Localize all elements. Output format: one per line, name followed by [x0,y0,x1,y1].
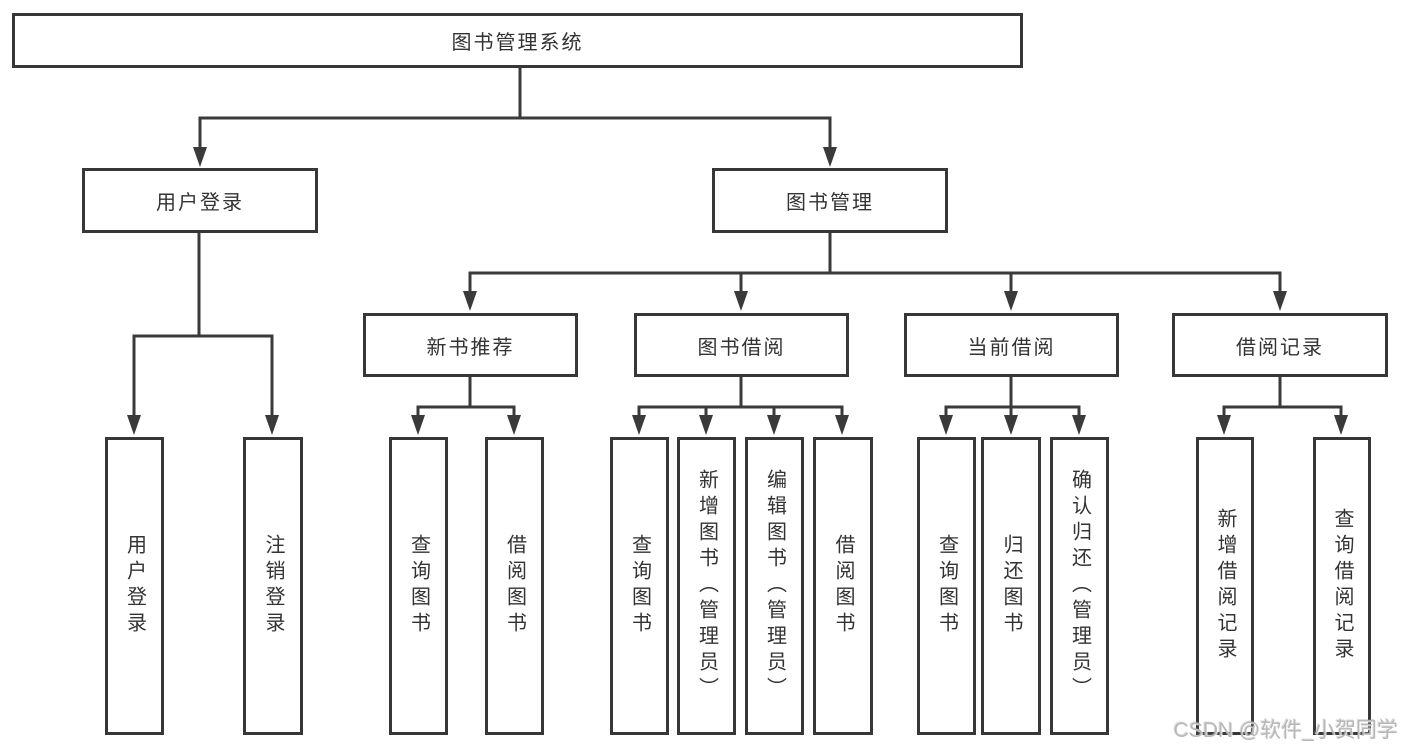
node-cb-query-books-label: 查询图书 [935,534,958,638]
arrowhead [1273,291,1287,311]
node-bb-borrow-books: 借阅图书 [813,437,873,735]
node-bb-add-books-admin-label: 新增图书（管理员） [695,469,718,703]
node-br-query-record-label: 查询借阅记录 [1331,508,1353,664]
arrowhead [265,415,279,435]
connector-book-borrowing-children [632,374,849,435]
node-user-login-leaf: 用户登录 [105,437,164,735]
node-current-borrowing: 当前借阅 [904,313,1119,377]
arrowhead [699,415,713,435]
node-logout-label: 注销登录 [262,534,284,638]
node-root-label: 图书管理系统 [451,32,584,54]
node-cb-confirm-return-admin: 确认归还（管理员） [1050,437,1109,735]
arrowhead [463,291,477,311]
arrowhead [1217,415,1231,435]
arrowhead [193,147,207,167]
node-nbr-query-books-label: 查询图书 [407,534,430,638]
node-bb-query-books: 查询图书 [610,437,669,735]
node-book-borrowing: 图书借阅 [634,313,849,377]
arrowhead [835,415,849,435]
arrowhead [1004,291,1018,311]
node-bb-borrow-books-label: 借阅图书 [832,534,854,638]
node-user-login-leaf-label: 用户登录 [123,534,146,638]
node-nbr-borrow-books-label: 借阅图书 [503,534,526,638]
node-book-borrowing-label: 图书借阅 [697,336,786,359]
arrowhead [1334,415,1348,435]
arrowhead [823,147,837,167]
node-cb-query-books: 查询图书 [917,437,976,735]
node-bb-add-books-admin: 新增图书（管理员） [677,437,736,735]
arrowhead [507,415,521,435]
node-nbr-query-books: 查询图书 [389,437,448,735]
node-current-borrowing-label: 当前借阅 [967,336,1056,359]
node-cb-return-books-label: 归还图书 [1000,534,1022,638]
node-new-book-recommend: 新书推荐 [363,313,578,377]
node-borrowing-records-label: 借阅记录 [1236,336,1324,359]
node-cb-confirm-return-admin-label: 确认归还（管理员） [1068,469,1091,703]
node-br-add-record-label: 新增借阅记录 [1214,508,1236,664]
node-cb-return-books: 归还图书 [981,437,1041,735]
node-book-management-label: 图书管理 [786,192,874,214]
node-bb-edit-books-admin-label: 编辑图书（管理员） [763,469,786,703]
node-book-management: 图书管理 [712,168,948,233]
arrowhead [127,415,141,435]
connector-book-management-children [463,230,1287,311]
node-br-query-record: 查询借阅记录 [1313,437,1371,735]
csdn-watermark: CSDN @软件_小贺同学 [1173,719,1398,742]
connector-root-to-level2 [193,64,837,167]
node-logout: 注销登录 [243,437,303,735]
node-user-login-label: 用户登录 [156,192,244,214]
arrowhead [939,415,953,435]
arrowhead [632,415,646,435]
node-new-book-recommend-label: 新书推荐 [426,336,515,359]
node-nbr-borrow-books: 借阅图书 [485,437,544,735]
arrowhead [1072,415,1086,435]
arrowhead [734,291,748,311]
connector-new-book-recommend-children [411,374,521,435]
arrowhead [767,415,781,435]
node-bb-edit-books-admin: 编辑图书（管理员） [745,437,804,735]
arrowhead [411,415,425,435]
connector-user-login-children [127,230,279,435]
node-user-login: 用户登录 [82,168,318,233]
arrowhead [1004,415,1018,435]
node-br-add-record: 新增借阅记录 [1196,437,1254,735]
node-bb-query-books-label: 查询图书 [628,534,651,638]
connector-borrowing-records-children [1217,374,1348,435]
connector-current-borrowing-children [939,374,1086,435]
node-borrowing-records: 借阅记录 [1172,313,1388,377]
node-root: 图书管理系统 [12,13,1023,68]
